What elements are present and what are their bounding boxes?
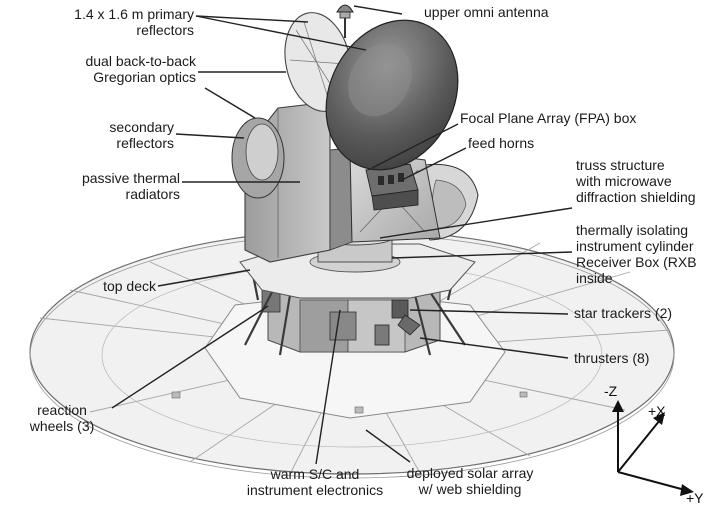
label-gregorian-optics: dual back-to-back Gregorian optics xyxy=(48,53,196,85)
label-truss-structure: truss structure with microwave diffracti… xyxy=(576,157,696,205)
label-solar-array: deployed solar array w/ web shielding xyxy=(390,465,550,497)
leader-gregorian-b xyxy=(205,88,255,118)
label-thrusters: thrusters (8) xyxy=(574,350,649,366)
label-reaction-wheels: reaction wheels (3) xyxy=(16,402,108,434)
label-thermal-radiators: passive thermal radiators xyxy=(14,170,180,202)
label-top-deck: top deck xyxy=(40,278,156,294)
leader-omni xyxy=(354,6,402,14)
leader-secondary xyxy=(176,134,244,138)
label-instrument-cylinder: thermally isolating instrument cylinder … xyxy=(576,222,697,286)
label-electronics: warm S/C and instrument electronics xyxy=(240,466,390,498)
label-star-trackers: star trackers (2) xyxy=(574,305,672,321)
fpa-box xyxy=(366,164,418,210)
label-primary-reflectors: 1.4 x 1.6 m primary reflectors xyxy=(30,6,194,38)
label-fpa-box: Focal Plane Array (FPA) box xyxy=(460,110,636,126)
axis-label-x: +X xyxy=(648,403,666,419)
label-feed-horns: feed horns xyxy=(468,135,534,151)
label-upper-omni-antenna: upper omni antenna xyxy=(424,4,549,20)
label-secondary-reflectors: secondary reflectors xyxy=(72,119,174,151)
axis-label-z: -Z xyxy=(604,383,617,399)
upper-omni-antenna xyxy=(337,5,353,18)
axis-label-y: +Y xyxy=(686,490,704,506)
